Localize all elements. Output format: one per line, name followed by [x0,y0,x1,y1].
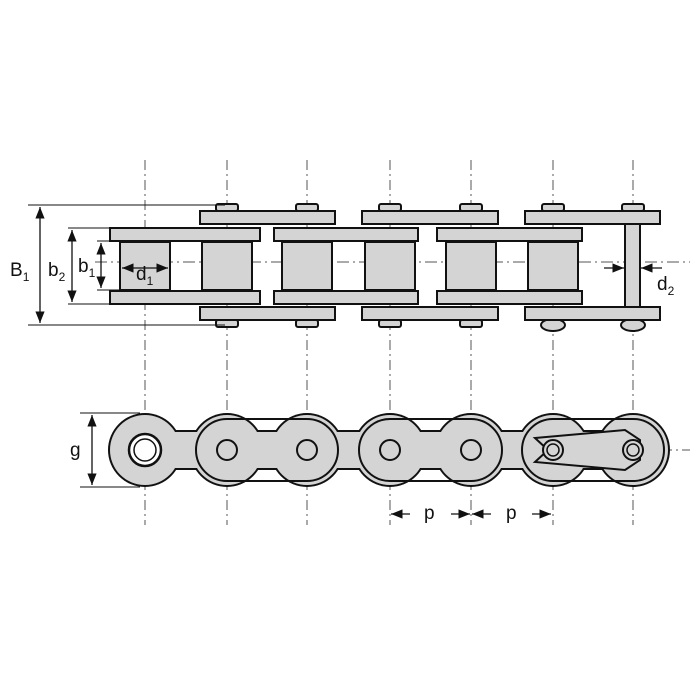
dimension-lines [28,204,662,519]
outer-plate-bottom [361,306,499,321]
label-g: g [70,440,81,461]
label-b2-subscript: 2 [59,270,66,284]
top-view [109,203,661,332]
pin-head-top [295,203,319,212]
outer-plate-top [524,210,661,225]
outer-link-plate-outline [358,418,503,482]
label-d2: d2 [657,274,675,298]
label-d1-main: d [136,264,147,285]
label-d2-main: d [657,274,668,295]
outer-plate-top [361,210,499,225]
label-p-1: p [424,503,435,524]
inner-plate-bottom [436,290,583,305]
label-b1: b1 [78,256,96,280]
dimension-labels: B1 b2 b1 d1 d2 g p p [10,256,675,524]
outer-plate-top [199,210,336,225]
outer-plate-bottom [199,306,336,321]
inner-plate-top [436,227,583,242]
roller [201,241,253,291]
outer-link-plate-outline [195,418,339,482]
roller [527,241,579,291]
label-p-2: p [506,503,517,524]
label-B1-subscript: 1 [23,270,30,284]
label-d1: d1 [136,264,154,288]
inner-plate-bottom [273,290,419,305]
connecting-link-plate-outline [521,418,665,482]
pin-head-top [541,203,565,212]
pin-head-top [378,203,402,212]
pin-end [296,439,318,461]
roller [281,241,333,291]
pin-end [622,439,644,461]
inner-plate-top [109,227,261,242]
label-b1-subscript: 1 [89,266,96,280]
roller [364,241,416,291]
bushing-hole-inner [133,438,157,462]
side-view [108,413,670,487]
inner-plate-bottom [109,290,261,305]
connecting-link-pin [624,223,641,308]
pin-end [542,439,564,461]
pin-head-bottom [215,319,239,328]
outer-plate-bottom [524,306,661,321]
label-b2: b2 [48,260,66,284]
inner-plate-top [273,227,419,242]
pin-head-bottom [378,319,402,328]
pin-end [216,439,238,461]
pin-end-inner [546,443,560,457]
pin-head-bottom [295,319,319,328]
label-b1-main: b [78,256,89,277]
pin-end-inner [626,443,640,457]
pin-head-top [621,203,645,212]
roller [445,241,497,291]
label-d2-subscript: 2 [668,284,675,298]
pin-head-bottom [459,319,483,328]
label-b2-main: b [48,260,59,281]
pin-head-top [459,203,483,212]
label-B1: B1 [10,260,30,284]
pin-end [379,439,401,461]
pin-end [460,439,482,461]
label-d1-subscript: 1 [147,274,154,288]
label-B1-main: B [10,260,23,281]
